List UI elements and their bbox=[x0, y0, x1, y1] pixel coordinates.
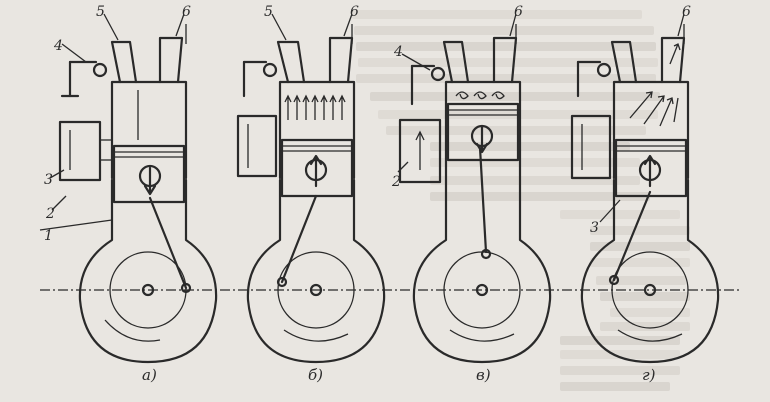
bleed-text-line bbox=[596, 276, 686, 285]
spark-plug bbox=[430, 66, 446, 82]
bleed-text-line bbox=[354, 26, 654, 35]
panel-d: 3 6 г) bbox=[570, 4, 720, 384]
label-d-6: 6 bbox=[682, 4, 691, 20]
bleed-text-line bbox=[590, 226, 690, 235]
carburetor bbox=[570, 114, 612, 180]
bleed-text-line bbox=[590, 258, 690, 267]
connecting-rod bbox=[148, 196, 188, 290]
bleed-text-line bbox=[590, 242, 690, 251]
intake-port bbox=[276, 40, 306, 84]
label-c-2: 2 bbox=[391, 174, 401, 190]
bleed-text-line bbox=[560, 366, 680, 375]
exhaust-port bbox=[328, 36, 354, 84]
label-b-6: 6 bbox=[350, 4, 359, 20]
crank-pin bbox=[180, 282, 192, 294]
bleed-text-line bbox=[352, 10, 642, 19]
carburetor bbox=[236, 114, 278, 178]
bleed-text-line bbox=[560, 350, 680, 359]
connecting-rod bbox=[280, 194, 318, 284]
bleed-text-line bbox=[356, 74, 656, 83]
crankcase bbox=[580, 178, 720, 364]
label-a-3: 3 bbox=[44, 172, 53, 188]
crank-pin bbox=[608, 274, 620, 286]
spark-plug bbox=[262, 62, 278, 78]
label-d-3: 3 bbox=[590, 220, 599, 236]
bleed-text-line bbox=[610, 308, 690, 317]
bleed-text-line bbox=[560, 210, 680, 219]
label-a-2: 2 bbox=[45, 206, 55, 222]
caption-b: б) bbox=[308, 366, 323, 384]
label-a-6: 6 bbox=[182, 4, 191, 20]
label-c-4: 4 bbox=[393, 44, 403, 60]
cylinder bbox=[278, 80, 356, 180]
crank-pin bbox=[480, 248, 492, 260]
piston bbox=[446, 102, 520, 162]
rotation-arrow bbox=[283, 329, 349, 342]
label-a-5: 5 bbox=[96, 4, 105, 20]
caption-a: а) bbox=[142, 366, 157, 384]
label-b-5: 5 bbox=[264, 4, 273, 20]
panel-b: 5 6 б) bbox=[236, 4, 386, 384]
compression-arrows bbox=[284, 94, 346, 120]
cylinder bbox=[444, 80, 522, 152]
piston bbox=[112, 144, 186, 204]
bleed-text-line bbox=[560, 382, 670, 391]
exhaust-port bbox=[492, 36, 518, 84]
bleed-text-line bbox=[430, 192, 650, 201]
combustion-swirls bbox=[455, 91, 505, 100]
spark-plug bbox=[92, 62, 108, 78]
intake-port bbox=[610, 40, 638, 84]
bleed-text-line bbox=[560, 336, 680, 345]
bleed-text-line bbox=[430, 142, 630, 151]
crankcase bbox=[78, 178, 218, 364]
bleed-text-line bbox=[600, 292, 690, 301]
label-a-1: 1 bbox=[44, 228, 53, 244]
label-c-6: 6 bbox=[514, 4, 523, 20]
exhaust-port bbox=[660, 36, 686, 84]
panel-a: 1 2 3 4 5 6 а) bbox=[39, 4, 218, 384]
crank-pin bbox=[276, 276, 288, 288]
caption-c: в) bbox=[476, 366, 491, 384]
piston bbox=[614, 138, 688, 198]
exhaust-port bbox=[158, 36, 184, 84]
exhaust-arrows bbox=[629, 91, 679, 127]
rotation-arrow bbox=[449, 329, 515, 342]
spark-plug bbox=[596, 62, 612, 78]
bleed-text-line bbox=[356, 42, 656, 51]
crankcase bbox=[412, 148, 552, 364]
intake-port bbox=[110, 40, 138, 84]
bleed-text-line bbox=[370, 92, 660, 101]
bleed-text-line bbox=[386, 126, 646, 135]
label-a-4: 4 bbox=[53, 38, 63, 54]
rotation-arrow bbox=[617, 329, 683, 342]
caption-d: г) bbox=[642, 366, 656, 384]
bleed-text-line bbox=[358, 58, 658, 67]
piston bbox=[280, 138, 354, 198]
bleed-text-line bbox=[430, 176, 640, 185]
cylinder bbox=[110, 80, 188, 180]
carburetor bbox=[398, 118, 442, 184]
carburetor bbox=[58, 120, 102, 182]
rotation-arrow bbox=[104, 319, 161, 342]
intake-port bbox=[442, 40, 470, 84]
bleed-text-line bbox=[600, 322, 690, 331]
connecting-rod bbox=[478, 146, 488, 254]
panel-c: 4 2 6 в) bbox=[391, 4, 552, 384]
cylinder bbox=[612, 80, 690, 180]
crankcase bbox=[246, 178, 386, 364]
connecting-rod bbox=[612, 190, 652, 282]
bleed-text-line bbox=[430, 158, 640, 167]
